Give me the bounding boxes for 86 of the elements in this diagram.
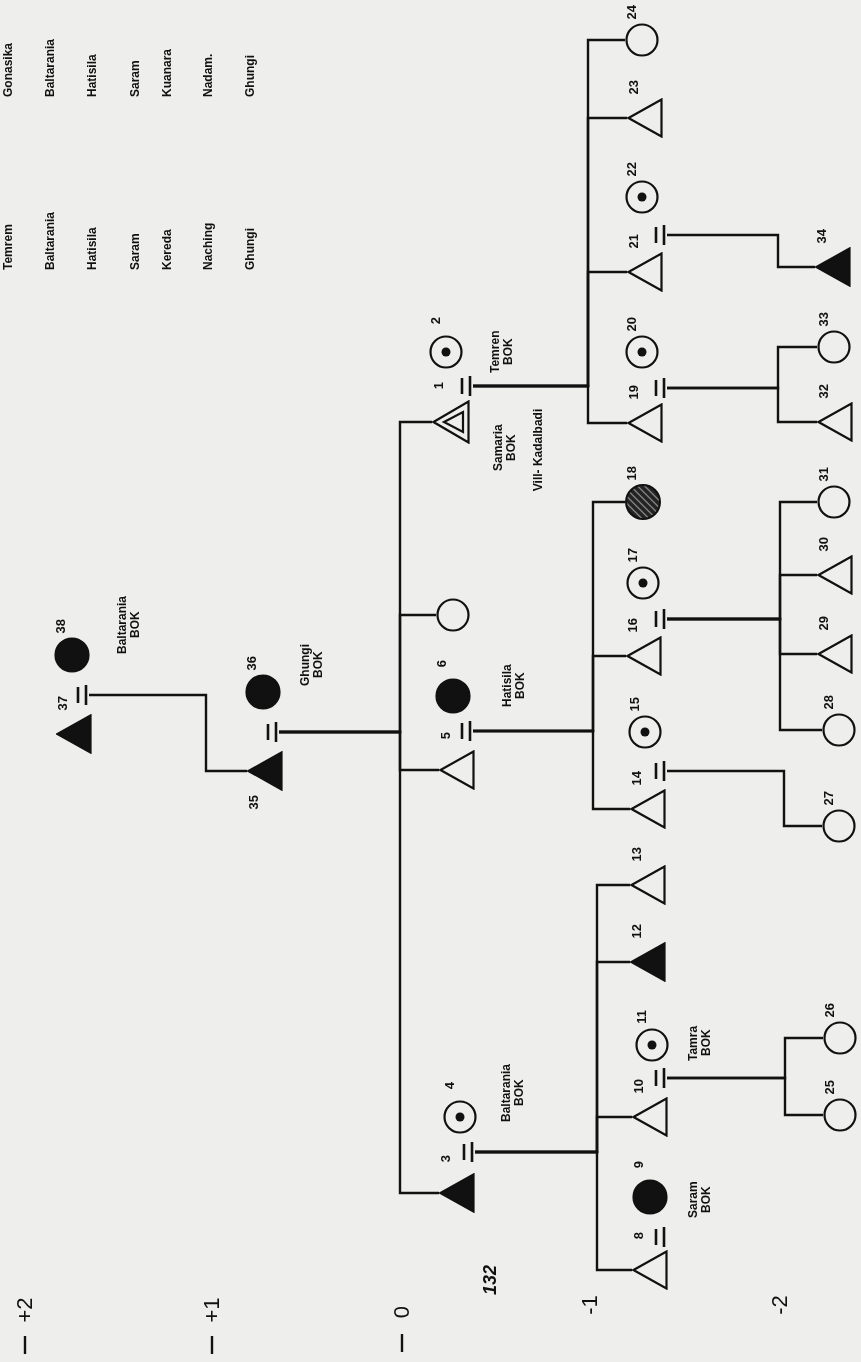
page-number: 132 bbox=[481, 1265, 499, 1295]
generation-label: +2 bbox=[14, 1297, 36, 1323]
marriage-sign bbox=[265, 721, 279, 743]
person-number: 37 bbox=[56, 696, 69, 711]
person-number: 30 bbox=[817, 537, 830, 552]
person-number: 18 bbox=[625, 466, 638, 481]
clan-label: Samaria BOK bbox=[492, 423, 518, 474]
clan-label: Baltarania BOK bbox=[500, 1063, 526, 1124]
kin-term: Hatisila bbox=[86, 227, 98, 270]
person-number: 31 bbox=[817, 467, 830, 482]
kin-term: Baltarania bbox=[44, 211, 56, 270]
person-number: 25 bbox=[823, 1080, 836, 1095]
descent-line bbox=[667, 233, 815, 269]
person-number: 27 bbox=[822, 791, 835, 806]
person-number: 11 bbox=[635, 1010, 648, 1024]
clan-label: Hatisila BOK bbox=[501, 663, 527, 710]
person-number: 17 bbox=[626, 548, 639, 563]
person-number: 32 bbox=[817, 384, 830, 399]
kin-term: Baltarania bbox=[44, 38, 56, 97]
marriage-sign bbox=[653, 1067, 667, 1089]
person-number: 14 bbox=[630, 771, 643, 786]
descent-line bbox=[667, 500, 817, 621]
clan-label: Tamra BOK bbox=[687, 1024, 713, 1063]
person-number: 33 bbox=[817, 312, 830, 327]
clan-label: Baltarania BOK bbox=[116, 595, 142, 656]
person-number: 29 bbox=[817, 616, 830, 631]
marriage-sign bbox=[653, 760, 667, 782]
person-number: 5 bbox=[439, 732, 452, 740]
marriage-sign bbox=[653, 608, 667, 630]
generation-label: +1 bbox=[201, 1297, 223, 1323]
descent-line bbox=[279, 730, 439, 1195]
person-number: 12 bbox=[630, 924, 643, 939]
descent-line bbox=[667, 345, 817, 390]
village-label: Vill- Kadalbadi bbox=[532, 408, 544, 492]
person-number: 15 bbox=[628, 697, 641, 712]
descent-line bbox=[475, 883, 630, 1154]
person-number: 20 bbox=[625, 317, 638, 332]
descent-line bbox=[473, 500, 625, 733]
person-number: 34 bbox=[815, 229, 828, 244]
generation-label: -1 bbox=[579, 1295, 601, 1315]
person-number: 1 bbox=[432, 382, 445, 390]
kin-term: Kereda bbox=[161, 229, 173, 270]
generation-label: 0 bbox=[391, 1305, 413, 1319]
person-number: 38 bbox=[54, 619, 67, 634]
clan-label: Ghungi BOK bbox=[299, 643, 325, 688]
kin-term: Saram bbox=[129, 60, 141, 97]
person-number: 21 bbox=[627, 234, 640, 249]
person-number: 36 bbox=[245, 656, 258, 671]
person-number: 8 bbox=[632, 1232, 645, 1240]
marriage-sign bbox=[459, 375, 473, 397]
kin-term: Nadam. bbox=[202, 53, 214, 97]
person-number: 16 bbox=[626, 618, 639, 633]
kin-term: Kuanara bbox=[161, 48, 173, 97]
person-number: 4 bbox=[443, 1082, 456, 1090]
person-number: 10 bbox=[632, 1079, 645, 1094]
kin-term: Naching bbox=[202, 222, 214, 270]
generation-label: -2 bbox=[769, 1295, 791, 1315]
marriage-sign bbox=[653, 377, 667, 399]
person-number: 3 bbox=[439, 1155, 452, 1163]
person-number: 24 bbox=[625, 5, 638, 20]
person-number: 26 bbox=[823, 1003, 836, 1018]
descent-line bbox=[89, 693, 247, 773]
person-number: 28 bbox=[822, 695, 835, 710]
descent-line bbox=[473, 38, 625, 388]
person-number: 13 bbox=[630, 847, 643, 862]
descent-line bbox=[667, 1036, 823, 1080]
clan-label: Temren BOK bbox=[489, 329, 515, 376]
kin-term: Gonasika bbox=[2, 42, 14, 97]
kin-term: Hatisila bbox=[86, 54, 98, 97]
person-number: 9 bbox=[632, 1161, 645, 1169]
person-number: 19 bbox=[627, 385, 640, 400]
kin-term: Saram bbox=[129, 233, 141, 270]
kin-term: Ghungi bbox=[244, 55, 256, 97]
marriage-sign bbox=[75, 684, 89, 706]
descent-line bbox=[667, 769, 822, 828]
marriage-sign bbox=[459, 720, 473, 742]
kin-term: Temrem bbox=[2, 224, 14, 270]
marriage-sign bbox=[653, 224, 667, 246]
person-number: 23 bbox=[627, 80, 640, 95]
person-number: 6 bbox=[435, 660, 448, 668]
kin-term: Ghungi bbox=[244, 228, 256, 270]
person-number: 35 bbox=[247, 794, 260, 809]
person-number: 2 bbox=[429, 317, 442, 325]
clan-label: Saram BOK bbox=[687, 1180, 713, 1221]
marriage-sign bbox=[461, 1141, 475, 1163]
person-number: 22 bbox=[625, 162, 638, 177]
